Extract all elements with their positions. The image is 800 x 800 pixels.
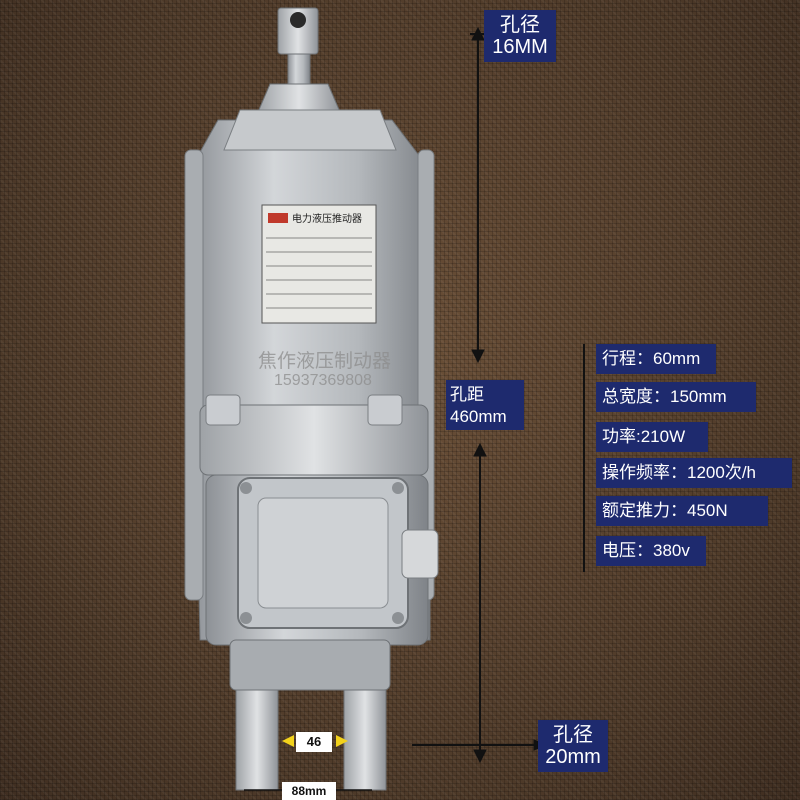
hole-spacing-value: 460mm <box>450 407 507 426</box>
spec-power: 功率:210W <box>596 422 708 452</box>
inner-gap-badge: 46 <box>296 732 332 752</box>
spec-voltage: 电压：380v <box>596 536 706 566</box>
top-clevis <box>257 7 341 113</box>
bottom-hole-title: 孔径 <box>553 724 593 746</box>
outer-width-badge: 88mm <box>282 782 336 800</box>
top-hole-label: 孔径 16MM <box>484 10 556 62</box>
bottom-hole-label: 孔径 20mm <box>538 720 608 772</box>
watermark-phone: 15937369808 <box>274 372 372 389</box>
bottom-hole-value: 20mm <box>545 746 601 768</box>
hole-spacing-title: 孔距 <box>450 385 484 404</box>
nameplate-title: 电力液压推动器 <box>292 212 362 225</box>
gap-arrows <box>282 735 348 747</box>
watermark-company: 焦作液压制动器 <box>258 351 392 372</box>
spec-stroke: 行程：60mm <box>596 344 716 374</box>
top-hole-value: 16MM <box>492 36 548 58</box>
spec-thrust: 额定推力：450N <box>596 496 768 526</box>
nameplate: 电力液压推动器 <box>261 204 377 324</box>
spec-frequency: 操作频率：1200次/h <box>596 458 792 488</box>
hole-spacing-label: 孔距 460mm <box>446 380 524 430</box>
dimension-lines <box>244 26 548 791</box>
spec-total-width: 总宽度：150mm <box>596 382 756 412</box>
top-hole-title: 孔径 <box>500 14 540 36</box>
